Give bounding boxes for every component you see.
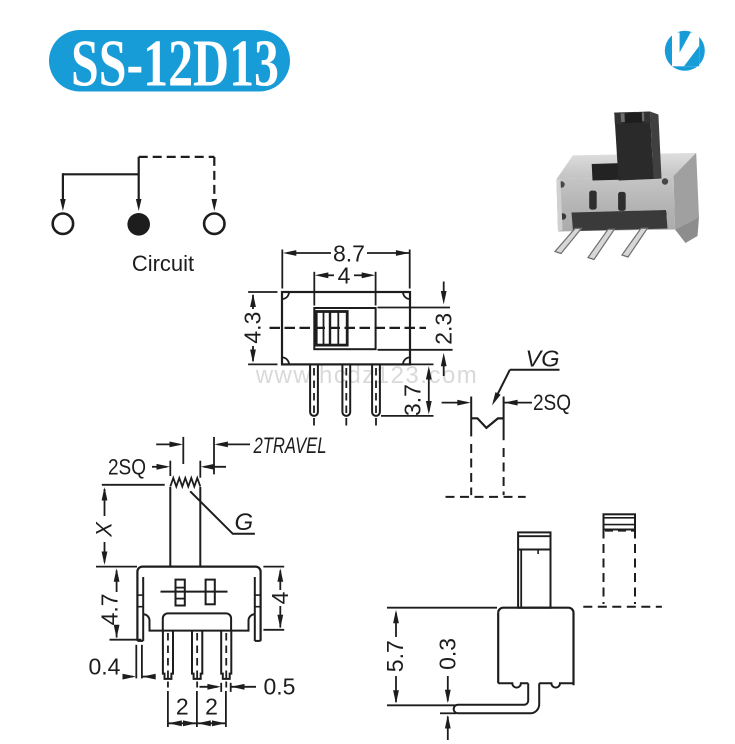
svg-text:X: X xyxy=(92,521,117,538)
svg-text:3.7: 3.7 xyxy=(400,384,426,416)
svg-text:0.4: 0.4 xyxy=(89,654,121,680)
svg-text:2SQ: 2SQ xyxy=(533,390,571,415)
svg-text:2SQ: 2SQ xyxy=(108,454,146,479)
svg-text:4: 4 xyxy=(267,591,293,604)
svg-text:www.hcdz123.com: www.hcdz123.com xyxy=(255,362,479,389)
svg-text:2: 2 xyxy=(205,694,218,720)
svg-text:2TRAVEL: 2TRAVEL xyxy=(253,433,327,458)
svg-text:5.7: 5.7 xyxy=(382,640,408,672)
svg-text:0.5: 0.5 xyxy=(264,673,296,699)
svg-text:8.7: 8.7 xyxy=(333,240,365,266)
svg-text:2.3: 2.3 xyxy=(430,313,456,345)
svg-text:0.3: 0.3 xyxy=(434,638,460,670)
svg-text:G: G xyxy=(234,509,253,536)
svg-text:SS-12D13: SS-12D13 xyxy=(71,27,279,101)
svg-text:Circuit: Circuit xyxy=(132,251,194,276)
svg-text:2: 2 xyxy=(176,694,189,720)
svg-text:VG: VG xyxy=(526,346,560,372)
svg-text:4: 4 xyxy=(338,263,351,289)
svg-text:4.7: 4.7 xyxy=(96,593,122,625)
svg-text:4.3: 4.3 xyxy=(240,312,266,344)
